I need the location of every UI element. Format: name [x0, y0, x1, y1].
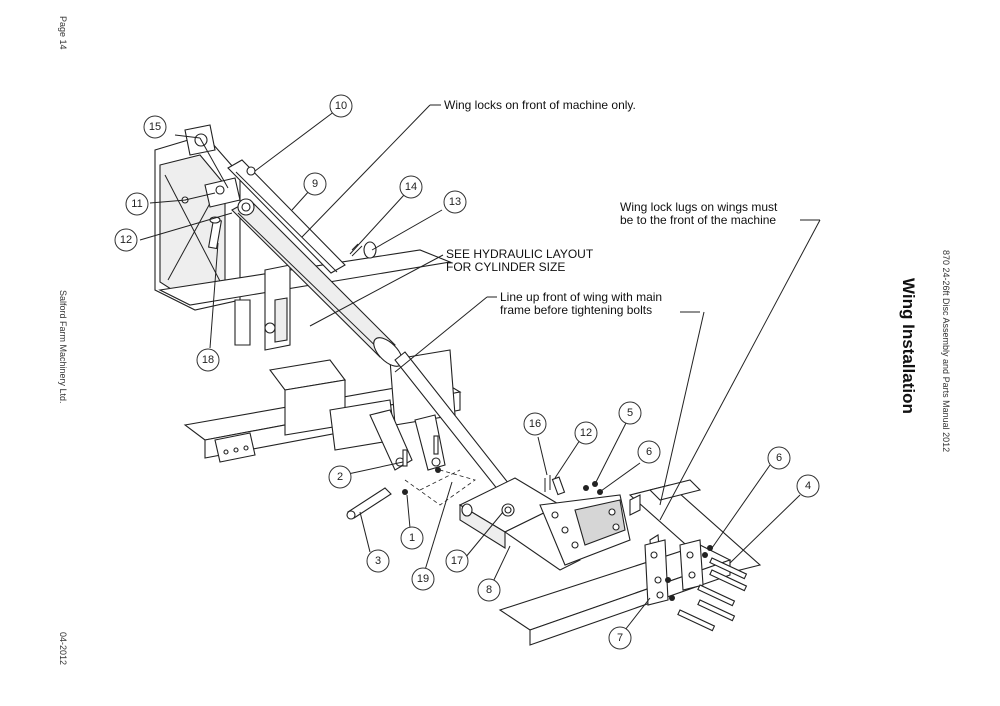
callout-12-upper: 12 [114, 228, 138, 252]
callout-10: 10 [329, 94, 353, 118]
callout-17: 17 [445, 549, 469, 573]
svg-text:5: 5 [627, 407, 633, 419]
svg-text:11: 11 [131, 198, 142, 210]
svg-text:12: 12 [580, 427, 592, 439]
callout-16: 16 [523, 412, 547, 436]
hydraulic-cylinder [231, 198, 521, 506]
callout-2: 2 [328, 465, 352, 489]
svg-text:12: 12 [120, 234, 132, 246]
callout-3: 3 [366, 549, 390, 573]
callout-1: 1 [400, 526, 424, 550]
callout-6-right: 6 [767, 446, 791, 470]
lower-hinge-hardware [346, 409, 476, 520]
note-wing-lugs-line1: Wing lock lugs on wings must [620, 200, 778, 214]
svg-text:6: 6 [776, 452, 782, 464]
note-wing-lugs-line2: be to the front of the machine [620, 213, 776, 227]
callout-18: 18 [196, 348, 220, 372]
callout-12-lower: 12 [574, 421, 598, 445]
wing-frame [498, 479, 762, 646]
svg-text:1: 1 [409, 532, 415, 544]
svg-text:16: 16 [529, 418, 541, 430]
callout-9: 9 [303, 172, 327, 196]
svg-text:18: 18 [202, 354, 214, 366]
svg-text:3: 3 [375, 555, 381, 567]
svg-text:13: 13 [449, 196, 461, 208]
callout-8: 8 [477, 578, 501, 602]
note-lineup-line1: Line up front of wing with main [500, 290, 662, 304]
svg-text:19: 19 [417, 573, 429, 585]
svg-text:4: 4 [805, 480, 811, 492]
svg-text:10: 10 [335, 100, 347, 112]
callout-5: 5 [618, 401, 642, 425]
callout-15: 15 [143, 115, 167, 139]
svg-text:9: 9 [312, 178, 318, 190]
svg-text:15: 15 [149, 121, 161, 133]
wing-lock-bar [227, 159, 346, 274]
svg-text:8: 8 [486, 584, 492, 596]
hinge-hardware [181, 177, 377, 259]
note-hydraulic-line1: SEE HYDRAULIC LAYOUT [446, 247, 594, 261]
svg-text:17: 17 [451, 555, 463, 567]
callout-14: 14 [399, 175, 423, 199]
svg-text:7: 7 [617, 632, 623, 644]
note-lineup-line2: frame before tightening bolts [500, 303, 652, 317]
callout-7: 7 [608, 626, 632, 650]
wing-hinge-assembly [458, 475, 631, 571]
note-hydraulic-line2: FOR CYLINDER SIZE [446, 260, 565, 274]
leader-lines [139, 104, 821, 631]
svg-text:6: 6 [646, 446, 652, 458]
svg-text:14: 14 [405, 181, 417, 193]
callout-6-center: 6 [637, 440, 661, 464]
callout-19: 19 [411, 567, 435, 591]
callout-11: 11 [125, 192, 149, 216]
note-wing-locks: Wing locks on front of machine only. [444, 98, 636, 112]
svg-text:2: 2 [337, 471, 343, 483]
callout-4: 4 [796, 474, 820, 498]
callout-13: 13 [443, 190, 467, 214]
